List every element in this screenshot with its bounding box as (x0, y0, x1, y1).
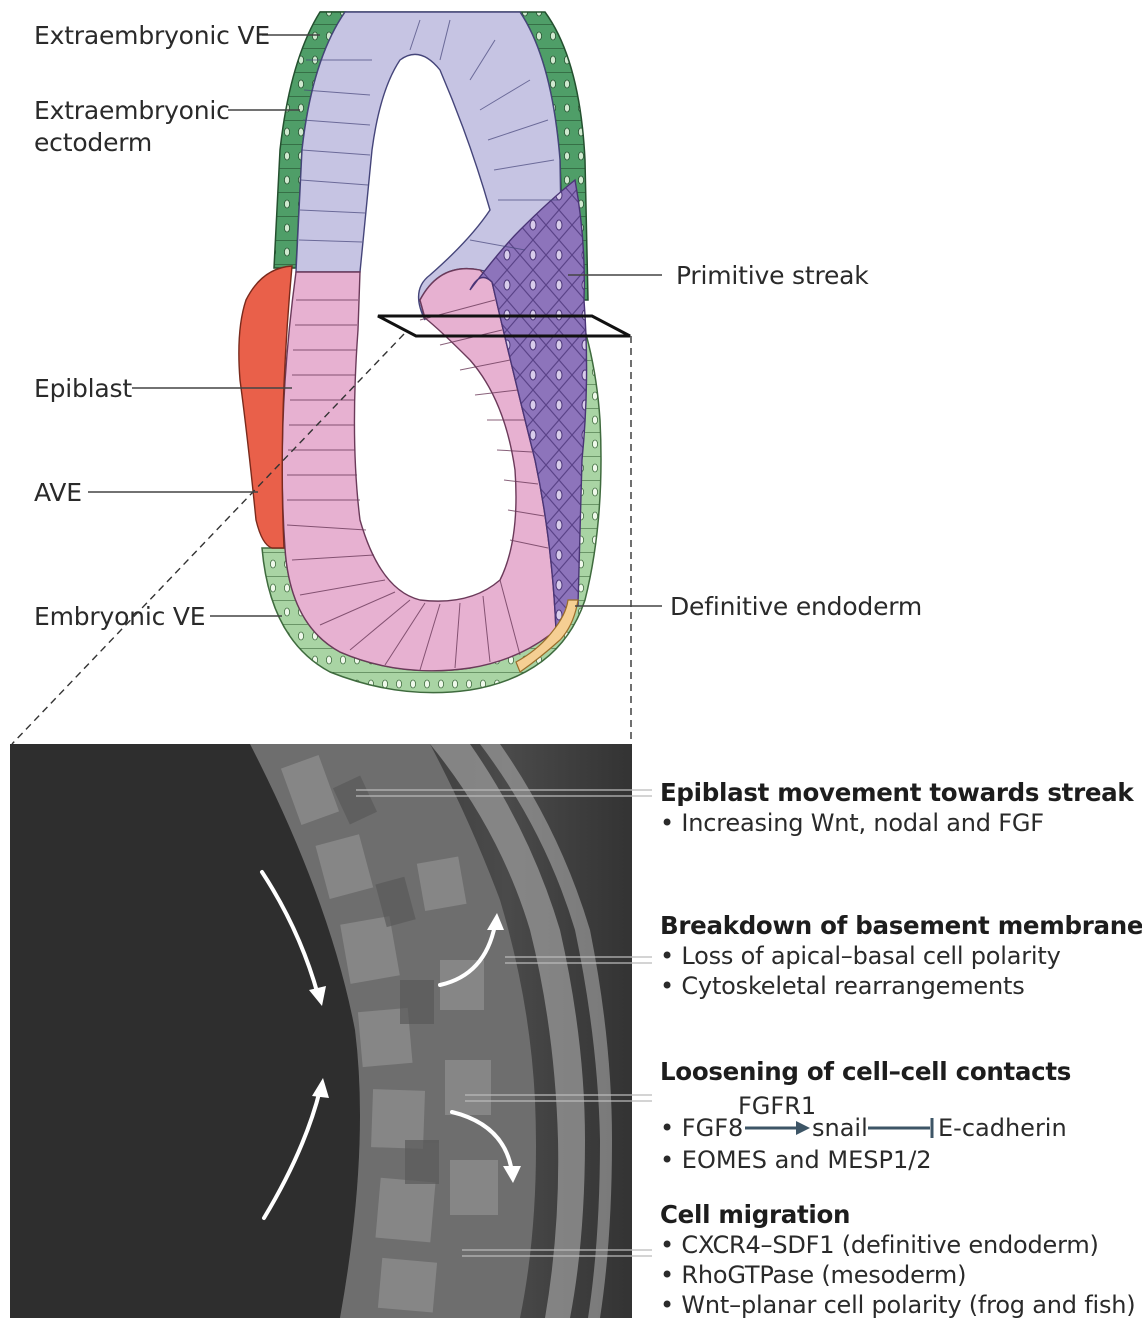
egg-cylinder (239, 12, 601, 693)
label-ave: AVE (34, 477, 82, 509)
label-embryonic-ve: Embryonic VE (34, 601, 205, 633)
pathway-ligand: FGF8 (682, 1114, 743, 1142)
pathway-bullet-2: EOMES and MESP1/2 (682, 1146, 932, 1174)
section-cell-contacts: Loosening of cell–cell contacts (660, 1057, 1071, 1087)
label-definitive-endoderm: Definitive endoderm (670, 591, 922, 623)
section-heading: Breakdown of basement membrane (660, 911, 1142, 941)
pathway-target: snail (812, 1114, 868, 1142)
section-bullet: Loss of apical–basal cell polarity (660, 941, 1142, 971)
section-bullet: Wnt–planar cell polarity (frog and fish) (660, 1290, 1135, 1320)
section-bullet: Increasing Wnt, nodal and FGF (660, 808, 1133, 838)
sem-micrograph (10, 744, 632, 1318)
section-basement-membrane: Breakdown of basement membrane Loss of a… (660, 911, 1142, 1001)
pathway-bullet-2-row: • EOMES and MESP1/2 (660, 1146, 932, 1174)
pathway-ligand-row: • FGF8 (660, 1114, 743, 1142)
section-bullet: Cytoskeletal rearrangements (660, 971, 1142, 1001)
pathway-receptor: FGFR1 (738, 1092, 816, 1120)
section-heading: Loosening of cell–cell contacts (660, 1057, 1071, 1087)
section-heading: Cell migration (660, 1200, 1135, 1230)
label-epiblast: Epiblast (34, 373, 132, 405)
section-heading: Epiblast movement towards streak (660, 778, 1133, 808)
label-primitive-streak: Primitive streak (676, 260, 869, 292)
section-cell-migration: Cell migration CXCR4–SDF1 (definitive en… (660, 1200, 1135, 1320)
section-bullet: CXCR4–SDF1 (definitive endoderm) (660, 1230, 1135, 1260)
label-extraembryonic-ve: Extraembryonic VE (34, 20, 270, 52)
label-extraembryonic-ectoderm: Extraembryonic ectoderm (34, 95, 230, 159)
section-bullet: RhoGTPase (mesoderm) (660, 1260, 1135, 1290)
section-epiblast-movement: Epiblast movement towards streak Increas… (660, 778, 1133, 838)
pathway-repressed: E-cadherin (938, 1114, 1067, 1142)
